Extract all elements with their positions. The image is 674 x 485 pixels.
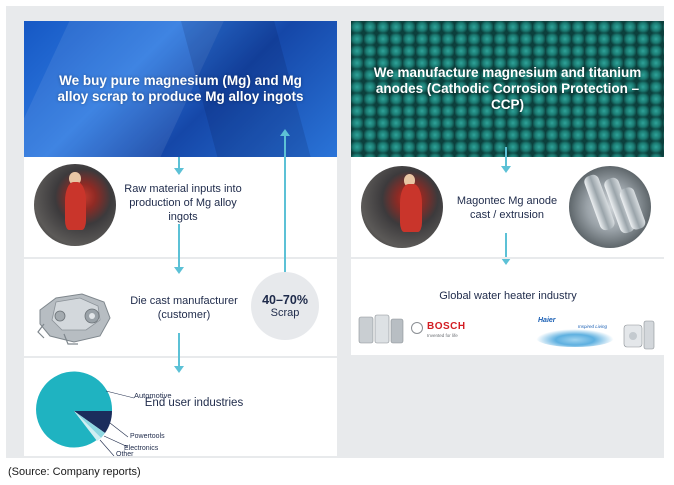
water-heaters-image <box>358 314 404 344</box>
diagram-frame: We buy pure magnesium (Mg) and Mg alloy … <box>6 6 664 458</box>
anode-rods-photo <box>569 166 651 248</box>
arrow-down-2 <box>172 224 186 274</box>
water-splash-image <box>536 329 614 347</box>
divider <box>24 257 337 259</box>
right-banner: We manufacture magnesium and titanium an… <box>351 21 664 157</box>
pie-label-other: Other <box>116 451 134 458</box>
pie-slice-electronics <box>74 411 105 438</box>
haier-heater-image <box>623 320 655 350</box>
scrap-badge: 40–70% Scrap <box>251 272 319 340</box>
scrap-label: Scrap <box>270 307 300 319</box>
pie-label-powertools: Powertools <box>130 433 165 440</box>
divider <box>24 356 337 358</box>
bosch-name: BOSCH <box>427 321 466 332</box>
brand-strip: BOSCH Invented for life Haier Inspired L… <box>351 313 664 353</box>
right-step2-text: Global water heater industry <box>439 290 577 302</box>
source-note: (Source: Company reports) <box>8 466 141 478</box>
arrow-down-1 <box>172 157 186 175</box>
pie-slice-powertools <box>74 411 113 433</box>
worker-photo <box>34 164 116 246</box>
step3-text: End user industries <box>144 397 244 409</box>
left-banner: We buy pure magnesium (Mg) and Mg alloy … <box>24 21 337 157</box>
arrow-up-scrap <box>278 129 292 274</box>
arrow-down-r2 <box>499 233 513 265</box>
pie-slice-automotive <box>36 371 113 448</box>
bosch-ring-icon <box>411 322 423 334</box>
pie-svg <box>36 371 135 457</box>
right-step1-text: Magontec Mg anode cast / extrusion <box>456 195 558 221</box>
pie-slice-other <box>74 411 101 441</box>
end-user-pie: Automotive Powertools Electronics Other <box>24 361 184 458</box>
haier-logo: Haier Inspired Living <box>536 317 658 351</box>
step1-text: Raw material inputs into production of M… <box>124 183 242 223</box>
anode-worker-photo <box>361 166 443 248</box>
gearbox-image <box>37 293 111 345</box>
bosch-tagline: Invented for life <box>427 333 458 338</box>
right-panel: We manufacture magnesium and titanium an… <box>351 21 664 355</box>
arrow-down-r1 <box>499 147 513 173</box>
step2-text: Die cast manufacturer (customer) <box>130 295 238 321</box>
haier-name: Haier <box>538 317 556 324</box>
left-banner-text: We buy pure magnesium (Mg) and Mg alloy … <box>57 73 304 104</box>
haier-tagline: Inspired Living <box>578 324 608 329</box>
left-panel: We buy pure magnesium (Mg) and Mg alloy … <box>24 21 337 458</box>
pie-label-automotive: Automotive <box>134 391 172 400</box>
arrow-down-3 <box>172 333 186 373</box>
pie-label-electronics: Electronics <box>124 445 159 452</box>
scrap-percent: 40–70% <box>262 293 308 307</box>
divider <box>351 257 664 259</box>
right-banner-text: We manufacture magnesium and titanium an… <box>373 65 642 112</box>
